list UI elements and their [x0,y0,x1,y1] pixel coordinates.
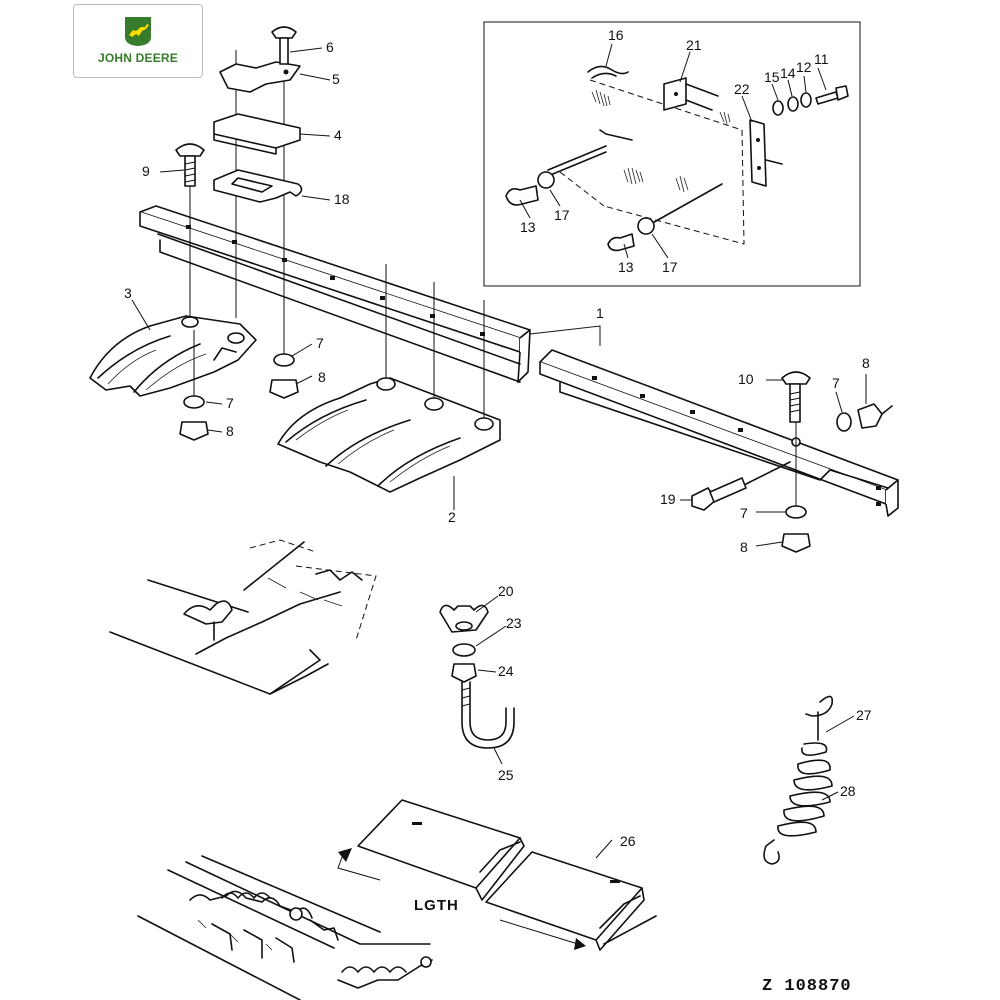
callout-3: 3 [124,285,132,301]
callout-16: 16 [608,27,624,43]
inset-detail: 16 21 22 15 14 12 11 13 17 13 17 [483,21,861,287]
callout-11: 11 [814,51,829,67]
callout-19: 19 [660,491,676,507]
callout-8-a: 8 [226,423,234,439]
lockwasher-14 [787,96,799,112]
wing-nut-install-view [109,539,377,695]
callout-12: 12 [796,59,812,75]
callout-24: 24 [498,663,514,679]
lockwasher-7-a [183,395,205,409]
callout-13-lower: 13 [618,259,634,275]
callout-9: 9 [142,163,150,179]
callout-21: 21 [686,37,702,53]
guard-3 [89,315,257,397]
nut-8-d [781,533,811,553]
washer-23 [452,643,476,657]
nut-24 [451,663,477,683]
callout-15: 15 [764,69,780,85]
lockwasher-7-c [836,412,852,432]
callout-2: 2 [448,509,456,525]
inset-frame [483,21,861,287]
washer-12 [800,92,812,108]
callout-8-b: 8 [318,369,326,385]
callout-23: 23 [506,615,522,631]
nut-8-c [857,403,883,429]
spring-28 [763,695,834,865]
callout-27: 27 [856,707,872,723]
clip-18 [213,169,303,203]
carriage-bolt-13-upper [505,185,539,206]
callout-17-upper: 17 [554,207,570,223]
wing-nut-20-installed [183,600,233,625]
nut-8-a [179,421,209,441]
logo-wordmark: JOHN DEERE [97,51,179,65]
wing-nut-20 [439,604,489,633]
callout-20: 20 [498,583,514,599]
carriage-bolt-10 [781,371,811,423]
callout-25: 25 [498,767,514,783]
callout-7-d: 7 [740,505,748,521]
callout-7-a: 7 [226,395,234,411]
plate-22 [749,119,767,187]
callout-10: 10 [738,371,754,387]
lockwasher-7-b [273,353,295,367]
lockwasher-7-d [785,505,807,519]
cutter-bar-left [139,205,531,383]
callout-4: 4 [334,127,342,143]
length-label: LGTH [414,897,459,914]
callout-22: 22 [734,81,750,97]
clip-5 [219,61,301,93]
callout-14: 14 [780,65,796,81]
j-bolt-25 [461,681,515,749]
guard-2 [277,377,501,493]
clip-16 [587,65,629,79]
deer-icon [125,17,151,46]
shield-section-26-left [357,799,525,901]
cutter-bar-right [539,349,899,517]
john-deere-logo: JOHN DEERE [73,4,203,78]
nut-17-lower [637,217,655,235]
plate-4 [213,113,301,155]
callout-6: 6 [326,39,334,55]
nut-17-upper [537,171,555,189]
installed-shield-view [137,855,433,1000]
lgth-dimension: LGTH [337,848,586,950]
bolt-11 [815,91,839,105]
shield-section-26-right [485,851,657,951]
carriage-bolt-13-lower [607,233,635,252]
callout-26: 26 [620,833,636,849]
carriage-bolt-6 [271,26,297,65]
callout-18: 18 [334,191,350,207]
callout-8-d: 8 [740,539,748,555]
callout-13-upper: 13 [520,219,536,235]
callout-8-c: 8 [862,355,870,371]
callout-28: 28 [840,783,856,799]
nut-8-b [269,379,299,399]
callout-1: 1 [596,305,604,321]
callout-17-lower: 17 [662,259,678,275]
callout-7-c: 7 [832,375,840,391]
figure-id: Z 108870 [762,977,852,996]
hex-bolt-19 [691,461,791,511]
carriage-bolt-9 [175,143,205,187]
washer-15 [772,100,784,116]
callout-5: 5 [332,71,340,87]
callout-7-b: 7 [316,335,324,351]
